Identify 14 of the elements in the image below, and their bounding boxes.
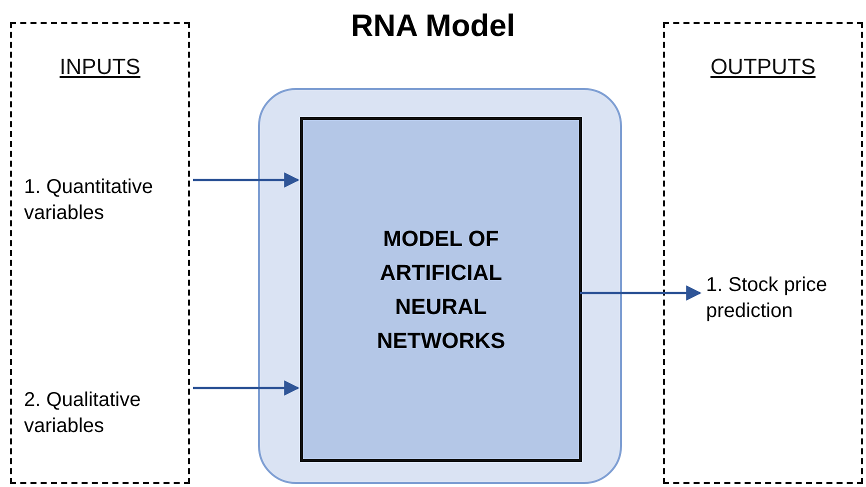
arrow — [193, 172, 300, 188]
variable-label: 1. Quantitative variables — [20, 174, 195, 230]
arrow — [193, 380, 300, 396]
title: RNA Model — [350, 8, 516, 44]
panel-heading: OUTPUTS — [709, 54, 817, 80]
arrow — [580, 285, 702, 301]
dashed-panel — [10, 22, 190, 484]
model-label: MODEL OF ARTIFICIAL NEURAL NETWORKS — [376, 224, 506, 354]
dashed-panel — [663, 22, 863, 484]
panel-heading: INPUTS — [58, 54, 142, 80]
model-box — [300, 117, 582, 462]
variable-label: 2. Qualitative variables — [20, 387, 195, 443]
variable-label: 1. Stock price prediction — [702, 272, 862, 324]
rounded-box — [258, 88, 622, 484]
